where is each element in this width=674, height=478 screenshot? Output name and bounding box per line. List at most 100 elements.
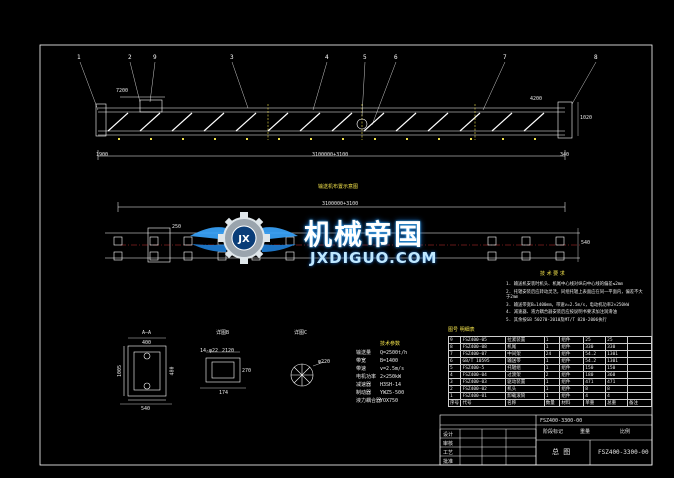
bom-cell: 471 (605, 378, 629, 386)
section-aa-base: 540 (141, 406, 151, 412)
bom-cell: 组件 (559, 336, 585, 344)
bom-cell: 1 (543, 378, 561, 386)
section-aa (120, 337, 172, 405)
bom-cell: 组件 (559, 357, 585, 365)
plan-dim-right: 540 (581, 240, 591, 246)
bom-cell: 8 (447, 343, 462, 351)
bom-cell: 25 (583, 336, 607, 344)
dim-right-bottom: 340 (560, 152, 570, 158)
bom-cell: 中间架 (505, 350, 545, 358)
bom-header-cell: 总重 (605, 399, 629, 407)
bom-title: 图号 明细表 (448, 327, 475, 333)
bom-cell: 组件 (559, 378, 585, 386)
bom-cell: FSZ400-07 (460, 350, 507, 358)
section-aa-height: 1005 (117, 364, 124, 378)
bom-cell: 8 (605, 385, 629, 393)
bom-cell: 54.2 (583, 357, 607, 365)
bom-cell: 4 (583, 392, 607, 400)
bom-cell: 输送带 (505, 357, 545, 365)
notes-list: 1. 输送机安装时机头、机尾中心线对纵向中心线的偏差≤2mm 2. 托辊安装后应… (506, 282, 646, 323)
bom-header-cell: 序号 (447, 399, 462, 407)
bom-cell: 卸载滚筒 (505, 392, 545, 400)
plan-dim-total: 3100000+3100 (322, 201, 359, 207)
section-b-b: 174 (219, 390, 229, 396)
bom-cell: 2 (447, 385, 462, 393)
bom-header-cell: 名称 (505, 399, 545, 407)
tb-drawing-no: FSZ400-3300-00 (598, 449, 649, 456)
bom-cell (627, 378, 652, 386)
dim-right-height: 1020 (580, 115, 593, 121)
bom-cell (627, 350, 652, 358)
bom-cell: 8 (583, 385, 607, 393)
section-aa-inner: 480 (169, 366, 176, 376)
section-b-w2: 2120 (222, 348, 235, 354)
tb-scale-label: 比例 (620, 429, 631, 435)
tb-row-process: 工艺 (443, 450, 454, 456)
bom-cell: FSZ400-04 (460, 371, 507, 379)
sign-block-frame (439, 428, 537, 466)
roller-markers (118, 138, 536, 140)
callout-5: 5 (363, 54, 367, 61)
bom-cell: 拉紧装置 (505, 336, 545, 344)
note-item: 2. 托辊安装后应转动灵活，同组托辊上表面应在同一平面内，偏差不大于2mm (506, 289, 643, 301)
bom-cell: 4 (605, 392, 629, 400)
bom-cell: 托辊组 (505, 364, 545, 372)
bom-cell: FSZ400-5 (460, 364, 507, 372)
bom-cell: 组件 (559, 385, 585, 393)
bom-cell: 1301 (605, 350, 629, 358)
section-aa-title: A—A (142, 330, 152, 336)
section-b-title: 详图B (216, 330, 230, 336)
bom-header-cell: 单重 (583, 399, 607, 407)
params-title: 技术参数 (380, 341, 401, 347)
bom-cell: 9 (447, 336, 462, 344)
dim-total: 3100000+3100 (312, 152, 349, 158)
bom-cell: 54.2 (583, 350, 607, 358)
bom-cell: 1 (543, 357, 561, 365)
callout-9: 9 (153, 54, 157, 61)
section-b (200, 351, 246, 389)
bom-cell (627, 357, 652, 365)
bom-cell: 组件 (559, 371, 585, 379)
tb-row-design: 设计 (443, 432, 454, 438)
note-item: 5. 其余按GB 50270-2010及MT/T 820-2006执行 (506, 317, 607, 323)
bom-cell: 1 (543, 364, 561, 372)
bom-cell (627, 385, 652, 393)
bom-cell: 1 (543, 385, 561, 393)
bom-cell: 330 (605, 343, 629, 351)
dim-left-bottom: 1900 (96, 152, 109, 158)
dim-left-top: 7200 (116, 88, 129, 94)
watermark-logo: JX (190, 212, 298, 264)
bom-cell: 机尾 (505, 343, 545, 351)
bom-cell: 2 (543, 371, 561, 379)
bom-cell: 6 (447, 357, 462, 365)
bom-header-row: 序号代号名称数量材料单重总重备注 (447, 399, 652, 407)
watermark-site: JXDIGUO.COM (310, 249, 438, 267)
tb-name: 总 图 (552, 448, 571, 456)
top-view (79, 61, 597, 160)
bom-cell: 机头 (505, 385, 545, 393)
bom-cell: 1 (447, 392, 462, 400)
bom-cell: 组件 (559, 343, 585, 351)
bom-cell (627, 392, 652, 400)
bom-cell (627, 336, 652, 344)
bom-cell: 组件 (559, 392, 585, 400)
note-item: 1. 输送机安装时机头、机尾中心线对纵向中心线的偏差≤2mm (506, 282, 623, 287)
plan-dim-left: 250 (172, 224, 182, 230)
bom-cell: 组件 (559, 350, 585, 358)
section-c (290, 361, 325, 387)
bom-cell: 471 (583, 378, 607, 386)
bom-cell: 25 (605, 336, 629, 344)
bom-cell: 3 (447, 378, 462, 386)
bom-header-cell: 数量 (543, 399, 561, 407)
